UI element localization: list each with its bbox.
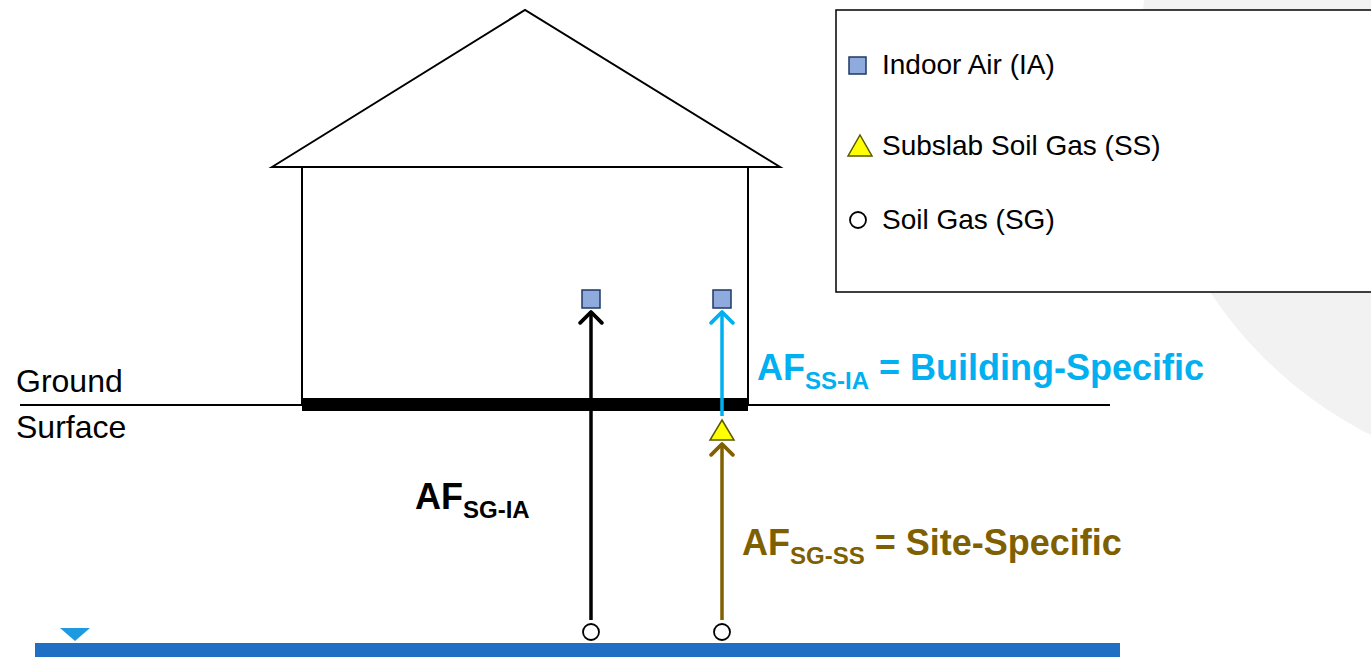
- legend-symbol: [846, 48, 876, 82]
- square-marker: [712, 289, 732, 309]
- indoor-air-marker: [582, 290, 600, 308]
- subslab-marker: [710, 420, 734, 440]
- floor-slab: [302, 398, 748, 411]
- attenuation-factor-label: AFSS-IA = Building-Specific: [757, 346, 1204, 403]
- subslab-marker: [848, 135, 872, 156]
- house-roof: [272, 10, 780, 167]
- ground-surface-label: Ground Surface: [16, 358, 146, 450]
- attenuation-factor-label: AFSG-SS = Site-Specific: [742, 521, 1122, 578]
- house-walls: [302, 167, 748, 405]
- water-table-band: [35, 643, 1120, 657]
- indoor-air-marker: [713, 290, 731, 308]
- circle-marker: [713, 623, 731, 641]
- legend-entry: Subslab Soil Gas (SS): [846, 129, 1161, 163]
- marker-shape: [709, 419, 735, 441]
- attenuation-arrow: [720, 444, 724, 620]
- legend-symbol: [846, 129, 876, 163]
- soil-gas-marker: [583, 624, 599, 640]
- triangle-marker: [709, 419, 735, 441]
- marker-shape: [582, 623, 600, 641]
- attenuation-factor-label: AFSG-IA: [415, 475, 530, 532]
- circle-marker: [582, 623, 600, 641]
- legend-box: [836, 10, 1371, 292]
- legend-text: Indoor Air (IA): [882, 48, 1055, 82]
- legend-text: Subslab Soil Gas (SS): [882, 129, 1161, 163]
- legend-entry: Soil Gas (SG): [846, 203, 1055, 237]
- attenuation-arrow: [720, 312, 724, 416]
- soil-gas-marker: [714, 624, 730, 640]
- legend-text: Soil Gas (SG): [882, 203, 1055, 237]
- attenuation-arrow: [589, 312, 593, 620]
- marker-shape: [581, 289, 601, 309]
- legend-symbol: [846, 203, 876, 237]
- indoor-air-marker: [849, 57, 866, 74]
- marker-shape: [712, 289, 732, 309]
- soil-gas-marker: [850, 212, 866, 228]
- legend-entry: Indoor Air (IA): [846, 48, 1055, 82]
- water-table-symbol: [60, 628, 90, 641]
- square-marker: [581, 289, 601, 309]
- marker-shape: [713, 623, 731, 641]
